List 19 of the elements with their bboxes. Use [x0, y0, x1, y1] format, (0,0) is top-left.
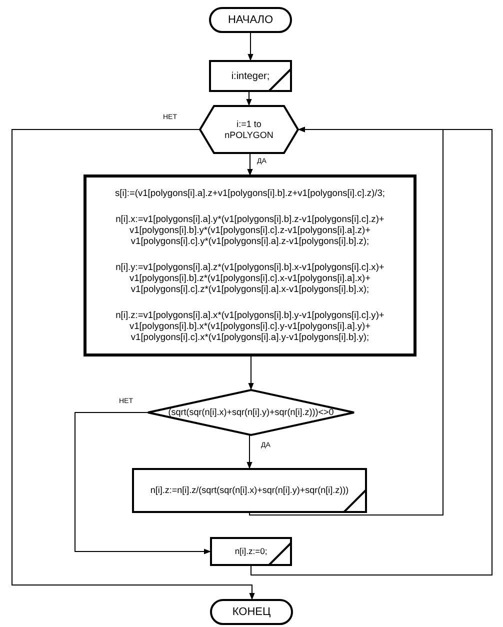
arrow — [247, 152, 253, 176]
code-text: n[i].z:=v1[polygons[i].a].x*(v1[polygons[i].b].y-v1[polygons[i].c].y)+ v1[polygons[i].b].x*(v1[polygons[i].c].y-v1[polygons[i].a].y)+ v1[polygons[i].c].x*(v1[polygons[i].a].y-v1[polygons[i].b].y); — [114, 310, 386, 344]
code-text: i:=1 to nPOLYGON — [224, 118, 274, 140]
arrow — [246, 434, 252, 470]
arrow — [246, 90, 252, 106]
code-text: n[i].z:=0; — [234, 546, 268, 557]
arrow — [12, 129, 255, 600]
code-text: n[i].y:=v1[polygons[i].a].z*(v1[polygons[i].b].x-v1[polygons[i].c].x)+ v1[polygons[i].b].z*(v1[polygons[i].c].x-v1[polygons[i].a].x)+ v1[polygons[i].c].z*(v1[polygons[i].a].x-v1[polygons[i].b].x); — [114, 262, 386, 296]
code-text: (sqrt(sqr(n[i].x)+sqr(n[i].y)+sqr(n[i].z)))<>0 — [168, 407, 334, 418]
code-text: n[i].x:=v1[polygons[i].a].y*(v1[polygons[i].b].z-v1[polygons[i].c].z)+ v1[polygons[i].b].y*(v1[polygons[i].c].z-v1[polygons[i].a].z)+ v1[polygons[i].c].y*(v1[polygons[i].a].z-v1[polygons[i].b].z); — [114, 214, 386, 247]
arrow — [74, 412, 212, 554]
terminal-label: НАЧАЛО — [228, 14, 274, 26]
arrow — [248, 32, 254, 62]
code-text: n[i].z:=n[i].z/(sqrt(sqr(n[i].x)+sqr(n[i].y)+sqr(n[i].z))) — [150, 485, 349, 496]
arrow — [248, 354, 254, 390]
arrow — [250, 126, 492, 576]
terminal-label: КОНЕЦ — [232, 606, 271, 618]
code-text: i:integer; — [231, 70, 270, 82]
code-text: s[i]:=(v1[polygons[i].a].z+v1[polygons[i].b].z+v1[polygons[i].c].z)/3; — [114, 188, 385, 199]
